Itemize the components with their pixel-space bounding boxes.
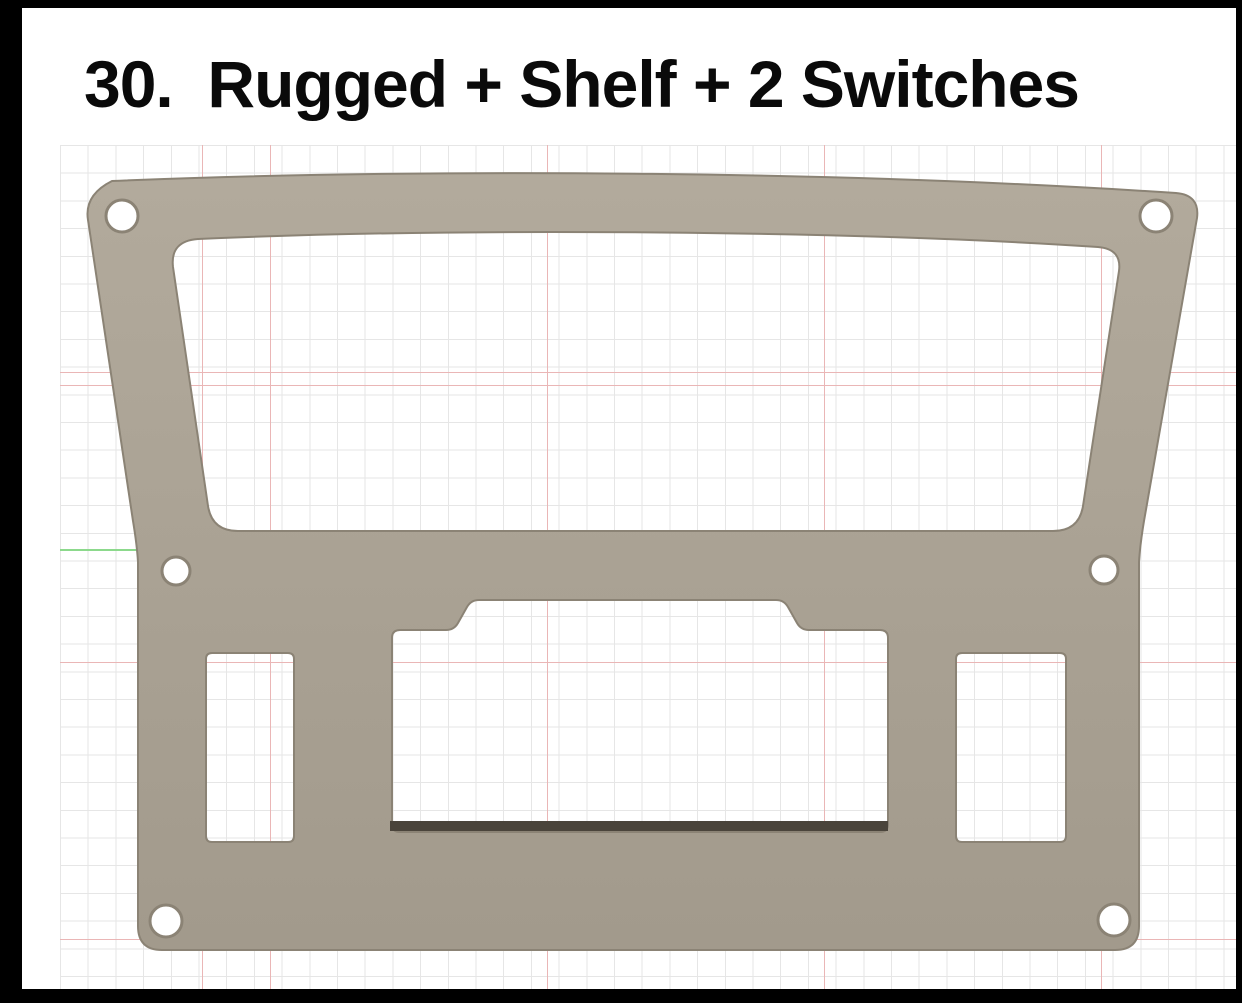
part-drawing — [86, 172, 1199, 951]
mounting-hole-mid-right — [1088, 554, 1120, 586]
mounting-hole-top-right — [1138, 198, 1174, 234]
figure-title: 30. Rugged + Shelf + 2 Switches — [84, 47, 1080, 121]
mounting-hole-bottom-left — [148, 903, 184, 939]
panel-outline — [86, 172, 1199, 951]
cad-grid-canvas — [60, 145, 1236, 989]
mounting-hole-top-left — [104, 198, 140, 234]
content-area: 30. Rugged + Shelf + 2 Switches — [22, 8, 1236, 989]
mounting-hole-mid-left — [160, 555, 192, 587]
mounting-hole-bottom-right — [1096, 902, 1132, 938]
shelf-edge — [390, 821, 888, 831]
